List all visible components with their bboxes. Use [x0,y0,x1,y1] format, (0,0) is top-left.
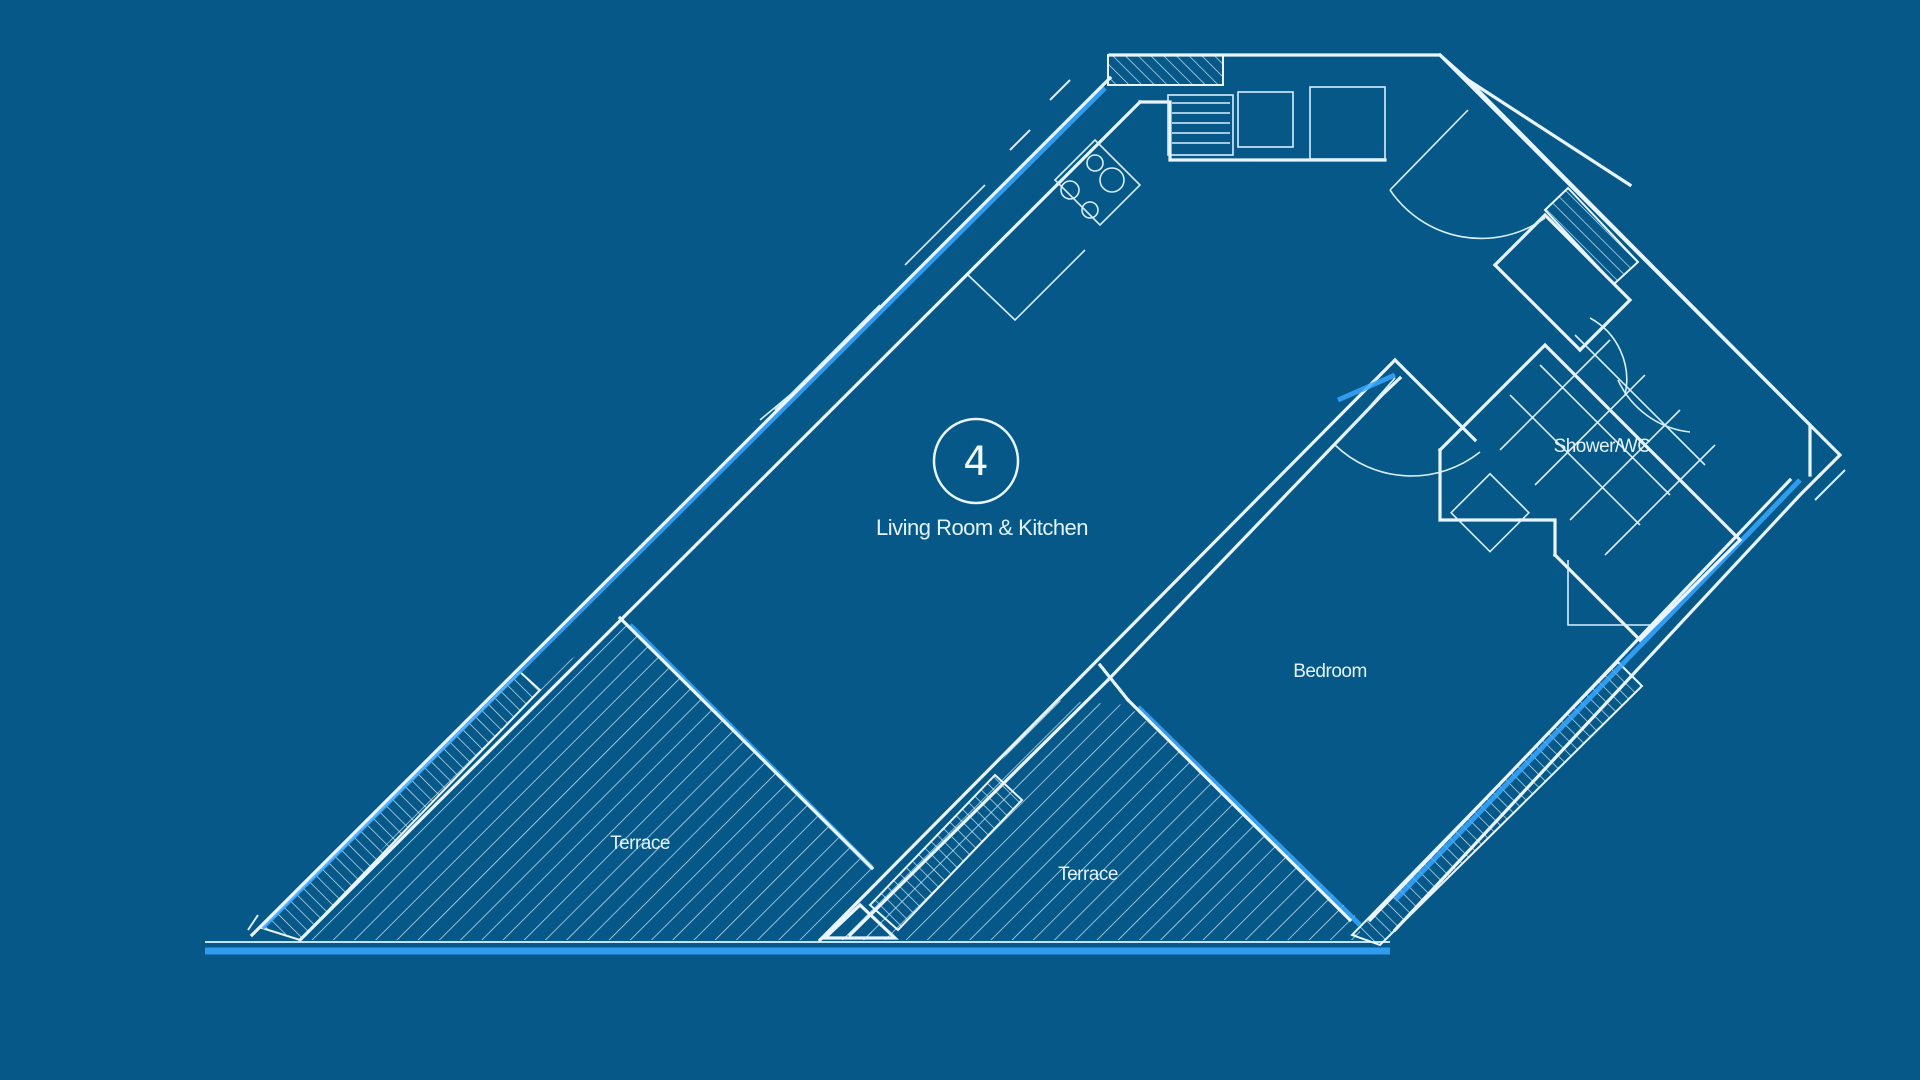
kitchen-fixtures [967,86,1386,322]
window-marks [759,184,986,421]
hatched-walls [260,54,1644,947]
unit-number: 4 [963,439,988,485]
shower-tiles [1449,334,1716,626]
unit-number-badge: 4 [932,417,1020,505]
doors [1334,109,1691,477]
terrace-step [247,79,1071,940]
interior-walls [617,212,1743,943]
living-room-label: Living Room & Kitchen [876,515,1088,540]
shower-label: Shower/WC [1554,436,1651,457]
outer-walls [249,52,1846,943]
terrace-left-label: Terrace [610,833,670,854]
terrace-right-label: Terrace [1058,864,1118,885]
ground-line [205,941,1390,955]
bedroom-label: Bedroom [1293,661,1367,682]
